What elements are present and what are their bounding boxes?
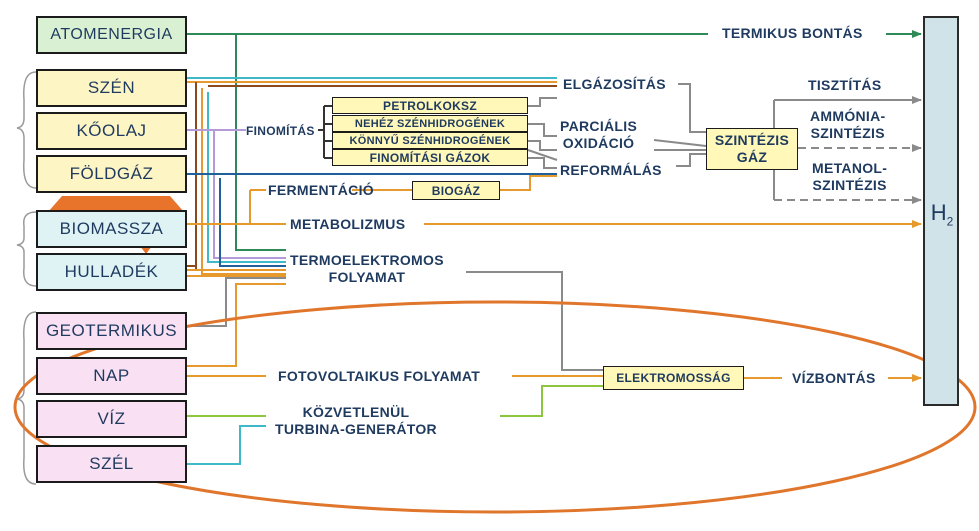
wind-line — [186, 425, 266, 465]
bio-brace — [16, 211, 37, 287]
coal-to-thermo-3 — [207, 92, 286, 263]
source-szen: SZÉN — [36, 69, 187, 107]
waste-feed-shape — [140, 246, 152, 254]
process-kozvetlenul-turbina-generator: KÖZVETLENÜL TURBINA-GENERÁTOR — [275, 404, 437, 438]
thermo-line-1: TERMOELEKTROMOS — [290, 252, 444, 268]
sun-to-thermo — [186, 283, 286, 367]
methanol-line-1: METANOL- — [812, 160, 888, 176]
coal-to-thermo-2 — [201, 88, 286, 275]
turbine-to-electricity — [500, 385, 603, 417]
methanol-line-2: SZINTÉZIS — [812, 177, 887, 193]
products-to-processes — [527, 97, 558, 169]
coal-to-thermo — [195, 82, 286, 271]
product-szintezis-gaz: SZINTÉZIS GÁZ — [706, 128, 798, 170]
source-viz: VÍZ — [36, 400, 187, 438]
syngas-line-2: GÁZ — [736, 149, 768, 165]
process-elgazositas: ELGÁZOSÍTÁS — [563, 76, 666, 92]
product-petrolkoksz: PETROLKOKSZ — [332, 97, 528, 114]
refining-to-products — [318, 105, 332, 159]
process-reformalas: REFORMÁLÁS — [560, 162, 662, 178]
oil-to-thermo — [213, 130, 286, 259]
process-vizbontas: VÍZBONTÁS — [792, 370, 876, 386]
process-termoelektromos-folyamat: TERMOELEKTROMOS FOLYAMAT — [290, 252, 444, 286]
source-nap: NAP — [36, 357, 187, 395]
gas-to-thermo — [219, 178, 286, 267]
biomass-feed-shape — [48, 196, 184, 212]
product-elektromossag: ELEKTROMOSSÁG — [603, 366, 744, 390]
process-ammonia-szintezis: AMMÓNIA- SZINTÉZIS — [810, 108, 886, 142]
turbine-line-2: TURBINA-GENERÁTOR — [275, 421, 437, 437]
source-atomenergia: ATOMENERGIA — [36, 16, 187, 54]
syngas-line-1: SZINTÉZIS — [714, 132, 790, 148]
thermo-line-2: FOLYAMAT — [328, 269, 406, 285]
process-metanol-szintezis: METANOL- SZINTÉZIS — [812, 160, 887, 194]
turbine-line-1: KÖZVETLENÜL — [302, 404, 410, 420]
process-fotovoltaikus-folyamat: FOTOVOLTAIKUS FOLYAMAT — [278, 368, 481, 384]
oxidation-line-2: OXIDÁCIÓ — [562, 135, 635, 151]
ammonia-line-2: SZINTÉZIS — [810, 125, 885, 141]
thermo-to-electricity — [466, 271, 603, 371]
hydrogen-target-bar — [923, 16, 959, 406]
hydrogen-label: H2 — [930, 200, 954, 229]
source-foldgaz: FÖLDGÁZ — [36, 155, 187, 193]
process-tisztitas: TISZTÍTÁS — [808, 77, 882, 93]
process-fermentacio: FERMENTÁCIÓ — [268, 182, 374, 198]
fermentation-line — [249, 189, 266, 224]
gasification-to-syngas — [678, 83, 706, 133]
ammonia-line-1: AMMÓNIA- — [810, 108, 886, 124]
renewable-ellipse — [13, 300, 977, 514]
product-finomitasi-gazok: FINOMÍTÁSI GÁZOK — [332, 149, 528, 166]
oxidation-to-syngas — [653, 139, 707, 147]
product-nehez-szenhidrogenek: NEHÉZ SZÉNHIDROGÉNEK — [332, 115, 528, 132]
source-biomassza: BIOMASSZA — [36, 210, 187, 248]
geothermal-line — [186, 277, 286, 327]
source-hulladek: HULLADÉK — [36, 253, 187, 291]
atom-to-thermo — [235, 34, 286, 251]
oxidation-line-1: PARCIÁLIS — [560, 118, 638, 134]
reforming-to-syngas — [676, 153, 706, 167]
product-biogaz: BIOGÁZ — [412, 181, 500, 200]
process-termikus-bontas: TERMIKUS BONTÁS — [722, 25, 863, 41]
fossil-brace — [16, 71, 37, 189]
source-szel: SZÉL — [36, 445, 187, 483]
product-konnyu-szenhidrogenek: KÖNNYŰ SZÉNHIDROGÉNEK — [332, 132, 528, 149]
biogas-to-reforming — [500, 175, 557, 191]
process-metabolizmus: METABOLIZMUS — [290, 216, 406, 232]
process-finomitas: FINOMÍTÁS — [246, 124, 315, 138]
source-koolaj: KŐOLAJ — [36, 112, 187, 150]
process-parcialis-oxidacio: PARCIÁLIS OXIDÁCIÓ — [560, 118, 637, 152]
source-geotermikus: GEOTERMIKUS — [36, 312, 187, 350]
renewable-brace — [16, 311, 37, 485]
waste-lines — [186, 269, 286, 277]
